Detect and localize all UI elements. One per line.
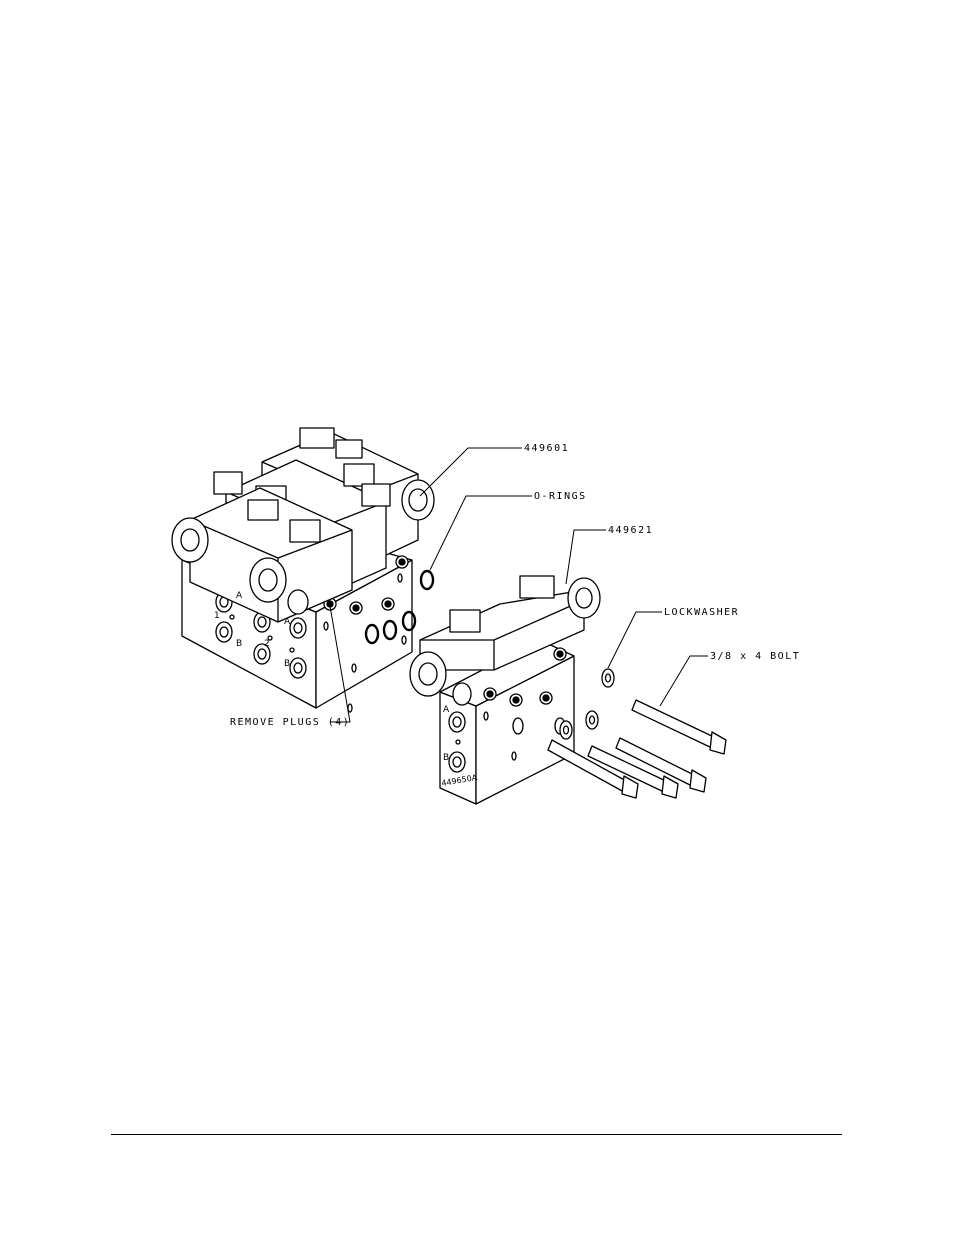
port-label-b2: B [284,659,290,669]
port-label-1: 1 [214,611,220,621]
callout-449621: 449621 [608,525,653,536]
callout-o-rings: O-RINGS [534,491,587,502]
callout-449601: 449601 [524,443,569,454]
port-label-a1: A [236,591,243,601]
port-label-b3: B [443,753,449,763]
port-label-a3: A [443,705,450,715]
footer-rule [111,1134,842,1135]
callout-lockwasher: LOCKWASHER [664,607,739,618]
bolts [548,700,726,798]
port-label-2: 2 [264,639,270,649]
callout-remove-plugs: REMOVE PLUGS (4) [230,717,350,728]
port-label-b1: B [236,639,242,649]
callout-bolt: 3/8 x 4 BOLT [710,651,800,662]
port-label-a2: A [284,617,291,627]
